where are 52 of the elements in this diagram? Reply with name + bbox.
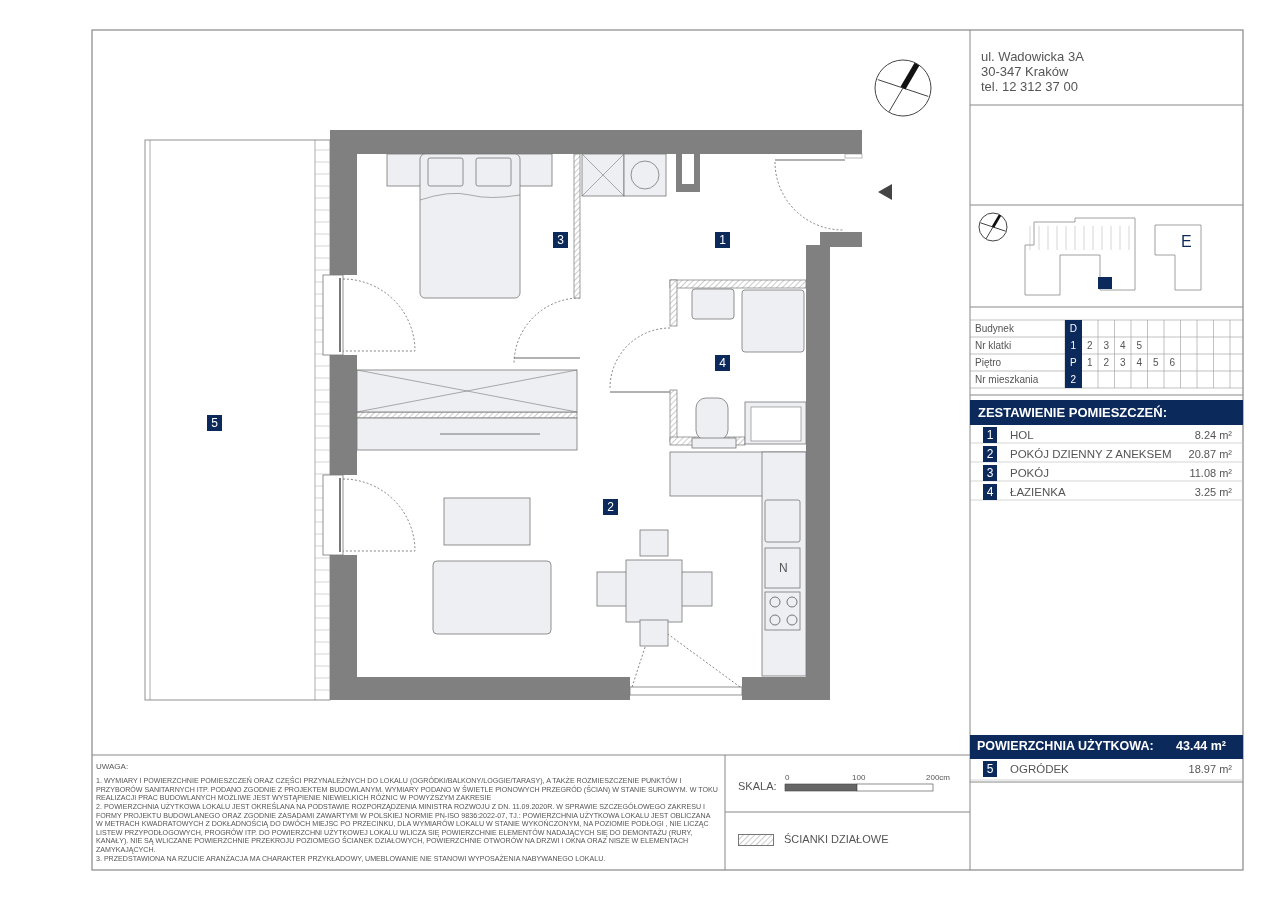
room-number-badge: 2 <box>603 499 618 515</box>
table-value: 5 <box>1135 339 1144 353</box>
room-number-badge: 4 <box>715 355 730 371</box>
appliance-symbol-label: N <box>779 562 789 576</box>
room-area: 8.24 m² <box>1180 427 1232 443</box>
total-area-value: 43.44 m² <box>1176 739 1227 754</box>
row-header: Budynek <box>975 322 1015 336</box>
room-number-badge: 5 <box>207 415 222 431</box>
table-value: 3 <box>1118 356 1127 370</box>
row-header: Nr mieszkania <box>975 373 1040 387</box>
room-area: 11.08 m² <box>1180 465 1232 481</box>
notes-heading: UWAGA: <box>96 762 129 772</box>
room-name: HOL <box>1010 428 1035 443</box>
table-value: 6 <box>1168 356 1177 370</box>
room-number-badge: 1 <box>715 232 730 248</box>
room-name: OGRÓDEK <box>1010 762 1070 777</box>
table-value: 4 <box>1118 339 1127 353</box>
row-header: Nr klatki <box>975 339 1013 353</box>
table-value: 2 <box>1102 356 1111 370</box>
room-number-badge: 4 <box>983 484 997 500</box>
scale-tick-label: 200cm <box>926 773 950 783</box>
section-header: ZESTAWIENIE POMIESZCZEŃ: <box>970 400 1243 425</box>
table-value: 2 <box>1085 339 1094 353</box>
row-header: Piętro <box>975 356 1003 370</box>
room-number-badge: 5 <box>983 761 997 777</box>
room-area: 18.97 m² <box>1180 761 1232 777</box>
room-number-badge: 2 <box>983 446 997 462</box>
legend-text: ŚCIANKI DZIAŁOWE <box>784 833 889 846</box>
table-value: 3 <box>1102 339 1111 353</box>
room-name: POKÓJ <box>1010 466 1050 481</box>
room-number-badge: 1 <box>983 427 997 443</box>
table-value: 4 <box>1135 356 1144 370</box>
table-value: 1 <box>1085 356 1094 370</box>
address-line: ul. Wadowicka 3A <box>981 50 1084 65</box>
room-name: ŁAZIENKA <box>1010 485 1067 500</box>
scale-label: SKALA: <box>738 780 777 793</box>
selected-value: P <box>1065 354 1082 371</box>
selected-value: 1 <box>1065 337 1082 354</box>
room-number-badge: 3 <box>983 465 997 481</box>
selected-value: D <box>1065 320 1082 337</box>
room-name: POKÓJ DZIENNY Z ANEKSEM <box>1010 447 1173 462</box>
table-value: 5 <box>1151 356 1160 370</box>
scale-tick-label: 0 <box>785 773 790 783</box>
selected-value: 2 <box>1065 371 1082 388</box>
scale-tick-label: 100 <box>852 773 866 783</box>
total-area-label: POWIERZCHNIA UŻYTKOWA: <box>977 739 1154 754</box>
room-area: 3.25 m² <box>1180 484 1232 500</box>
room-area: 20.87 m² <box>1180 446 1232 462</box>
address-line: 30-347 Kraków <box>981 65 1069 80</box>
phone-number: tel. 12 312 37 00 <box>981 80 1078 95</box>
room-number-badge: 3 <box>553 232 568 248</box>
building-letter: E <box>1181 233 1192 252</box>
